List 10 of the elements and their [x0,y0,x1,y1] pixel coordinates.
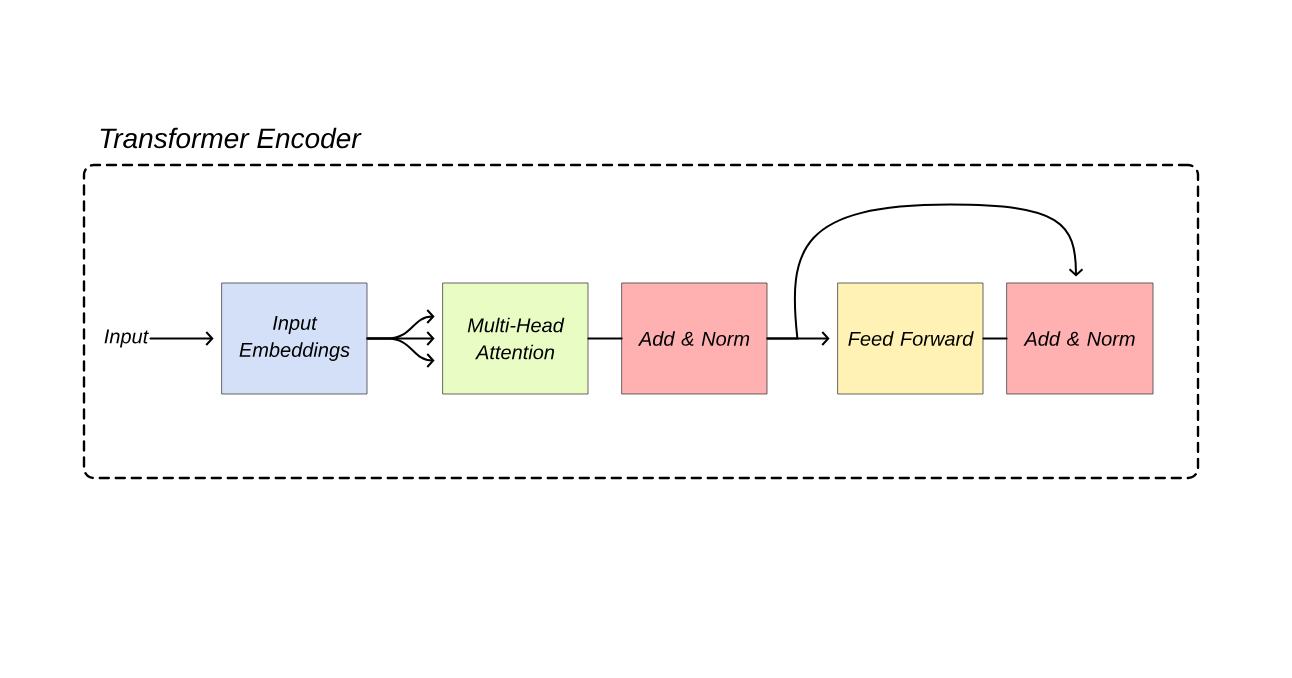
process-box: Add & Norm [1006,282,1154,395]
process-box: Multi-Head Attention [442,282,589,395]
input-label: Input [104,329,149,348]
arrow [149,331,214,346]
process-box: Input Embeddings [221,282,368,395]
process-box: Add & Norm [621,282,768,395]
arrow [366,337,435,368]
arrow [766,203,1084,340]
title: Transformer Encoder [100,127,362,149]
process-box: Feed Forward [837,282,984,395]
